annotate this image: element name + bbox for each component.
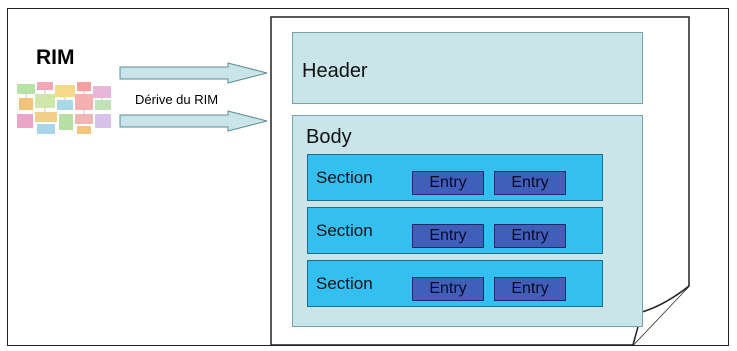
entry-block: Entry [412,224,484,248]
rim-title: RIM [36,46,75,69]
arrow-bottom [119,110,268,132]
entry-block: Entry [494,277,566,301]
header-block: Header [292,32,643,104]
derivation-arrows [119,62,268,132]
derive-label: Dérive du RIM [135,92,219,107]
entry-block: Entry [494,171,566,195]
body-block: Body Section Entry Entry Section Entry E… [292,115,643,327]
rim-model-thumbnail [17,82,111,134]
body-label: Body [306,126,352,148]
section-block: Section Entry Entry [307,260,603,307]
section-label: Section [316,168,373,187]
header-label: Header [302,60,368,82]
entry-block: Entry [412,277,484,301]
section-label: Section [316,221,373,240]
section-block: Section Entry Entry [307,154,603,201]
section-block: Section Entry Entry [307,207,603,254]
arrow-top [119,62,268,84]
entry-block: Entry [412,171,484,195]
section-label: Section [316,274,373,293]
entry-block: Entry [494,224,566,248]
